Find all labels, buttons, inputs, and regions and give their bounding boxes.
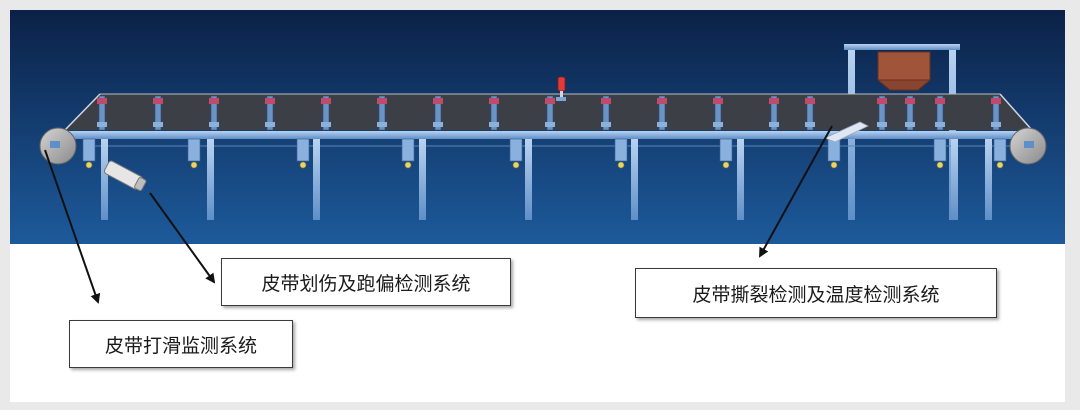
upper-idler xyxy=(935,95,945,131)
lower-idler-row xyxy=(82,138,1007,169)
lower-idler xyxy=(187,138,201,169)
upper-idler xyxy=(877,95,887,131)
support-leg xyxy=(951,139,958,220)
upper-idler xyxy=(153,95,163,131)
upper-idler xyxy=(97,95,107,131)
support-leg xyxy=(631,139,638,220)
upper-idler xyxy=(545,95,555,131)
support-leg xyxy=(419,139,426,220)
support-legs xyxy=(101,139,992,220)
lower-idler xyxy=(933,138,947,169)
slide: 皮带划伤及跑偏检测系统 皮带撕裂检测及温度检测系统 皮带打滑监测系统 xyxy=(10,10,1065,402)
main-frame-beam xyxy=(55,131,1030,139)
lower-idler xyxy=(993,138,1007,169)
upper-idler xyxy=(657,95,667,131)
upper-idler xyxy=(601,95,611,131)
support-leg xyxy=(207,139,214,220)
label-slip-monitor: 皮带打滑监测系统 xyxy=(69,320,293,368)
upper-idler xyxy=(991,95,1001,131)
lower-idler xyxy=(296,138,310,169)
support-leg xyxy=(525,139,532,220)
upper-idler xyxy=(377,95,387,131)
upper-idler xyxy=(713,95,723,131)
lower-idler xyxy=(401,138,415,169)
upper-idler xyxy=(489,95,499,131)
upper-idler-row xyxy=(97,95,1001,131)
head-drum xyxy=(1009,127,1047,165)
conveyor-scene xyxy=(10,10,1065,244)
lower-idler xyxy=(614,138,628,169)
upper-idler xyxy=(905,95,915,131)
upper-idler xyxy=(433,95,443,131)
upper-idler xyxy=(265,95,275,131)
support-leg xyxy=(985,139,992,220)
upper-idler xyxy=(321,95,331,131)
deviation-sensor-icon xyxy=(556,76,566,101)
support-leg xyxy=(313,139,320,220)
tail-drum xyxy=(39,127,77,165)
support-leg xyxy=(737,139,744,220)
support-leg xyxy=(101,139,108,220)
label-tear-temperature: 皮带撕裂检测及温度检测系统 xyxy=(635,268,997,318)
lower-idler xyxy=(509,138,523,169)
camera-sensor-icon xyxy=(103,160,147,191)
label-scratch-deviation: 皮带划伤及跑偏检测系统 xyxy=(221,258,511,306)
lower-idler xyxy=(719,138,733,169)
upper-idler xyxy=(209,95,219,131)
